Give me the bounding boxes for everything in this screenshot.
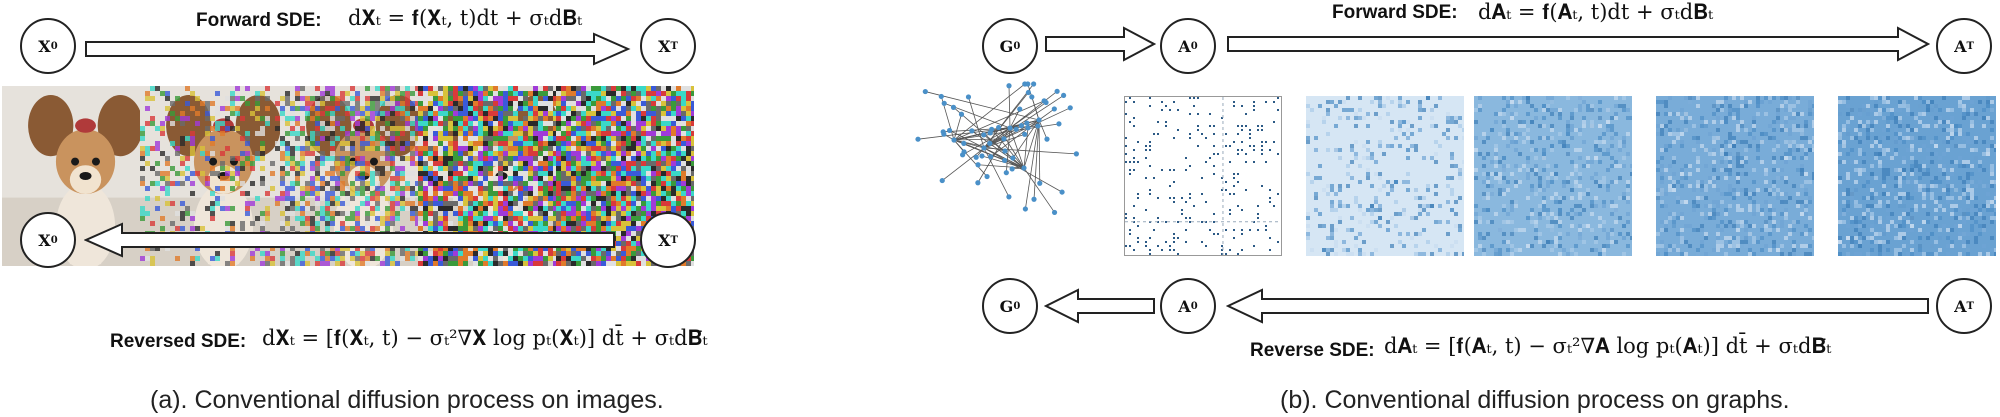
reverse-arrow-graphs [1226,288,1929,324]
adjacency-to-graph-arrow [1044,288,1155,324]
forward-arrow-images [85,32,631,66]
caption-graphs: (b). Conventional diffusion process on g… [1280,386,1790,414]
reverse-arrow-images [84,222,615,258]
caption-images: (a). Conventional diffusion process on i… [150,386,664,414]
forward-sde-label-images: Forward SDE: [196,10,322,31]
adjacency-step-3 [1656,96,1814,256]
forward-sde-label-graphs: Forward SDE: [1332,2,1458,23]
adjacency-step-4 [1838,96,1996,256]
graph-network-drawing [914,80,1086,270]
adjacency-step-2 [1474,96,1632,256]
reverse-sde-equation-images: d𝐗ₜ = [𝐟(𝐗ₜ, t) − σₜ²∇𝐗 log pₜ(𝐗ₜ)] dt̄ … [262,326,708,350]
reverse-sde-label-images: Reversed SDE: [110,331,247,352]
graph-to-adjacency-arrow [1045,26,1156,62]
forward-sde-equation-graphs: d𝐀ₜ = 𝐟(𝐀ₜ, t)dt + σₜd𝐁ₜ [1478,0,1714,24]
reverse-sde-label-graphs: Reverse SDE: [1250,340,1375,361]
adjacency-step-1 [1306,96,1464,256]
reverse-sde-equation-graphs: d𝐀ₜ = [𝐟(𝐀ₜ, t) − σₜ²∇𝐀 log pₜ(𝐀ₜ)] dt̄ … [1384,334,1832,358]
adjacency-step-0 [1124,96,1282,256]
forward-sde-equation-images: d𝐗ₜ = 𝐟(𝐗ₜ, t)dt + σₜd𝐁ₜ [348,6,583,30]
forward-arrow-graphs [1227,26,1930,62]
